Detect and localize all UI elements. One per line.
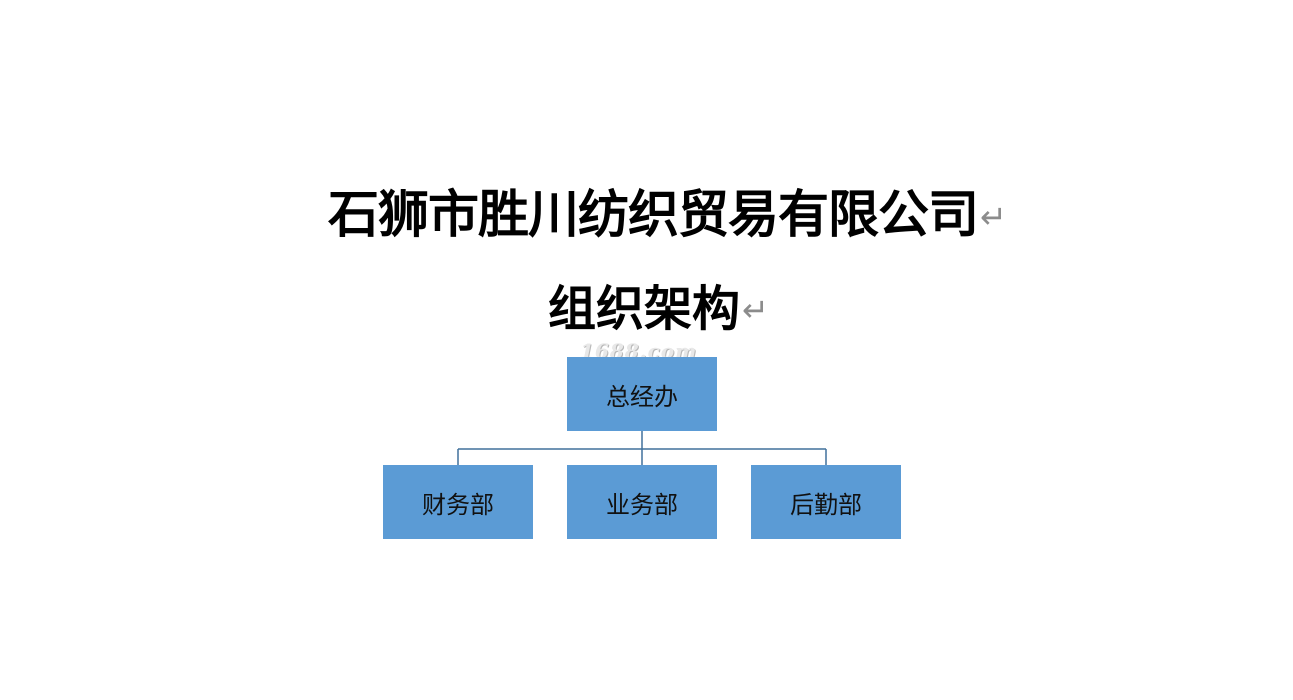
org-structure-heading-text: 组织架构 xyxy=(548,281,741,337)
org-structure-heading: 组织架构↵ xyxy=(548,285,769,333)
org-node-finance: 财务部 xyxy=(383,465,533,539)
org-node-label: 业务部 xyxy=(606,490,678,519)
company-title-text: 石狮市胜川纺织贸易有限公司 xyxy=(328,186,979,245)
org-node-logistics: 后勤部 xyxy=(751,465,901,539)
paragraph-mark-icon: ↵ xyxy=(980,198,1007,236)
org-node-label: 财务部 xyxy=(422,490,494,519)
org-node-general-office: 总经办 xyxy=(567,357,717,431)
org-node-label: 后勤部 xyxy=(790,490,862,519)
company-title: 石狮市胜川纺织贸易有限公司↵ xyxy=(328,190,1007,241)
org-node-business: 业务部 xyxy=(567,465,717,539)
org-node-label: 总经办 xyxy=(606,382,678,411)
paragraph-mark-icon: ↵ xyxy=(742,291,769,329)
